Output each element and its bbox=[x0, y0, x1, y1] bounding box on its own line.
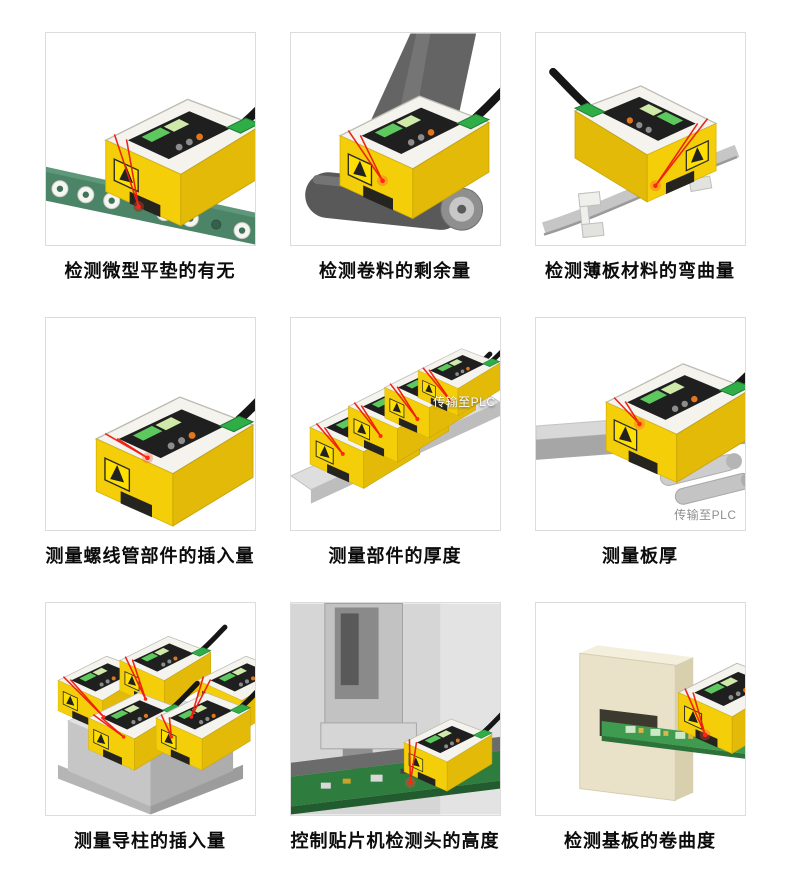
laser-beam bbox=[62, 656, 211, 738]
caption-board-thickness: 测量板厚 bbox=[602, 546, 678, 566]
illustration-smt-head-height bbox=[290, 603, 500, 815]
caption-substrate-curl: 检测基板的卷曲度 bbox=[564, 831, 716, 851]
card-substrate-curl: 检测基板的卷曲度 bbox=[534, 602, 746, 853]
image-smt-head-height bbox=[289, 602, 501, 816]
card-washer-presence: 检测微型平垫的有无 bbox=[44, 32, 256, 283]
laser-beam bbox=[347, 130, 383, 182]
image-part-thickness: 传输至PLC bbox=[289, 317, 501, 531]
laser-sensor-icon bbox=[553, 72, 716, 202]
image-substrate-curl bbox=[534, 602, 746, 816]
caption-sheet-bend: 检测薄板材料的弯曲量 bbox=[545, 261, 735, 281]
image-washer-presence bbox=[44, 32, 256, 246]
clamp bbox=[577, 191, 604, 239]
laser-spot bbox=[652, 183, 658, 189]
laser-spot bbox=[144, 455, 150, 461]
illustration-board-thickness bbox=[535, 318, 745, 505]
caption-guide-post-insert: 测量导柱的插入量 bbox=[74, 831, 226, 851]
plc-transfer-label: 传输至PLC bbox=[674, 508, 737, 522]
laser-spot bbox=[379, 178, 385, 184]
illustration-part-thickness bbox=[290, 339, 500, 504]
card-sheet-bend: 检测薄板材料的弯曲量 bbox=[534, 32, 746, 283]
image-solenoid-insert bbox=[44, 317, 256, 531]
laser-beam bbox=[408, 739, 417, 784]
laser-spot bbox=[135, 204, 141, 209]
laser-beam bbox=[315, 367, 453, 455]
caption-coil-remaining: 检测卷料的剩余量 bbox=[319, 261, 471, 281]
caption-solenoid-insert: 测量螺线管部件的插入量 bbox=[45, 546, 255, 566]
laser-beam bbox=[654, 118, 708, 187]
illustration-substrate-curl bbox=[578, 645, 745, 802]
laser-sensor-icon bbox=[96, 381, 255, 526]
image-coil-remaining bbox=[289, 32, 501, 246]
laser-beam bbox=[113, 134, 139, 208]
image-board-thickness: 传输至PLC bbox=[534, 317, 746, 531]
illustration-guide-post-insert bbox=[56, 625, 255, 815]
caption-smt-head-height: 控制贴片机检测头的高度 bbox=[290, 831, 500, 851]
laser-beam bbox=[613, 397, 640, 425]
image-sheet-bend bbox=[534, 32, 746, 246]
application-grid: 检测微型平垫的有无 检测卷料的剩余量 bbox=[44, 32, 746, 853]
empty-hole bbox=[210, 219, 221, 230]
illustration-sheet-bend bbox=[541, 33, 739, 239]
laser-spot bbox=[407, 780, 413, 785]
illustration-washer-presence bbox=[45, 33, 255, 245]
card-guide-post-insert: 测量导柱的插入量 bbox=[44, 602, 256, 853]
laser-spot bbox=[702, 732, 707, 738]
card-coil-remaining: 检测卷料的剩余量 bbox=[289, 32, 501, 283]
illustration-coil-remaining bbox=[304, 33, 500, 231]
placement-machine bbox=[319, 603, 417, 786]
oven-block bbox=[578, 645, 693, 802]
illustration-solenoid-insert bbox=[46, 318, 255, 530]
card-part-thickness: 传输至PLC 测量部件的厚度 bbox=[289, 317, 501, 568]
laser-spot bbox=[636, 421, 642, 427]
plc-transfer-label: 传输至PLC bbox=[433, 395, 496, 410]
image-guide-post-insert bbox=[44, 602, 256, 816]
card-solenoid-insert: 测量螺线管部件的插入量 bbox=[44, 317, 256, 568]
laser-beam bbox=[683, 688, 706, 736]
caption-part-thickness: 测量部件的厚度 bbox=[328, 546, 462, 566]
card-smt-head-height: 控制贴片机检测头的高度 bbox=[289, 602, 501, 853]
laser-beam bbox=[104, 433, 148, 459]
pcb-strip bbox=[601, 720, 745, 759]
caption-washer-presence: 检测微型平垫的有无 bbox=[64, 261, 236, 281]
card-board-thickness: 传输至PLC 测量板厚 bbox=[534, 317, 746, 568]
